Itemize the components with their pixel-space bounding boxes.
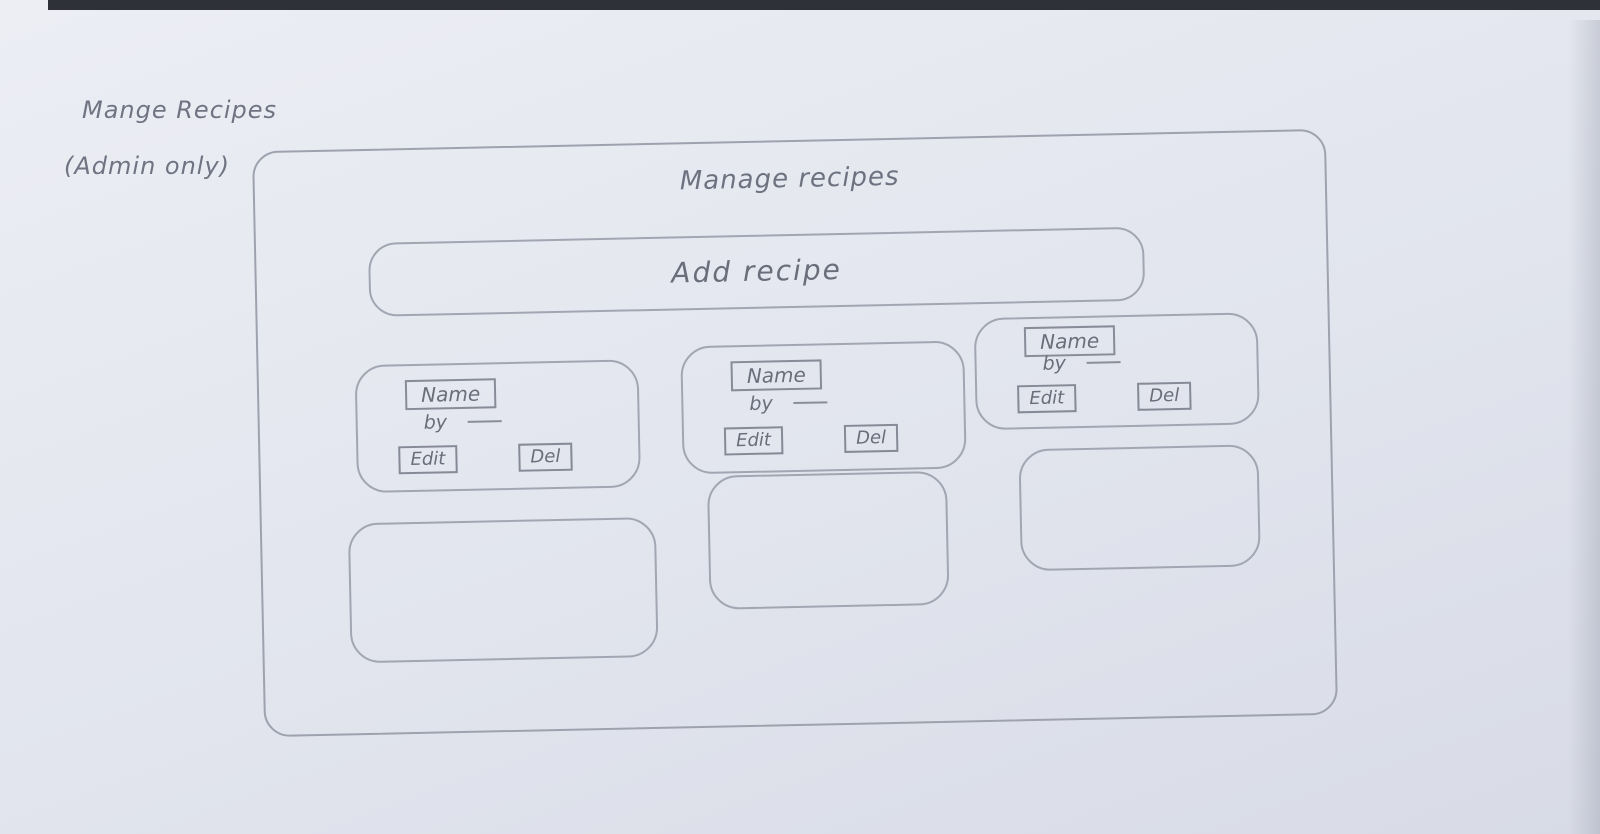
recipe-card-placeholder	[1018, 444, 1261, 572]
paper-top-edge	[48, 0, 1600, 10]
delete-button[interactable]: Del	[518, 442, 573, 472]
recipe-author: by	[423, 411, 448, 434]
page-title: Manage recipes	[679, 161, 900, 197]
page-annotation: Mange Recipes (Admin only)	[64, 82, 278, 194]
recipe-name: Name	[404, 378, 497, 411]
recipe-card: Name by Edit Del	[354, 359, 642, 494]
delete-button[interactable]: Del	[1137, 381, 1192, 411]
recipe-name: Name	[730, 359, 823, 392]
recipe-card-placeholder	[706, 470, 950, 610]
edit-button[interactable]: Edit	[1017, 384, 1077, 414]
recipe-author: by	[749, 392, 773, 415]
add-recipe-button[interactable]: Add recipe	[367, 226, 1146, 317]
recipe-author: by	[1042, 352, 1067, 375]
paper-shadow	[1568, 20, 1600, 834]
edit-button[interactable]: Edit	[398, 445, 458, 475]
annotation-line-2: (Admin only)	[64, 152, 231, 180]
manage-recipes-frame: Manage recipes Add recipe Name by Edit D…	[251, 128, 1339, 738]
annotation-line-1: Mange Recipes	[82, 96, 278, 124]
edit-button[interactable]: Edit	[723, 426, 784, 456]
recipe-card: Name by Edit Del	[680, 340, 967, 475]
recipe-name: Name	[1023, 325, 1116, 358]
recipe-card-placeholder	[347, 516, 659, 664]
delete-button[interactable]: Del	[843, 423, 899, 453]
recipe-card: Name by Edit Del	[973, 312, 1260, 431]
